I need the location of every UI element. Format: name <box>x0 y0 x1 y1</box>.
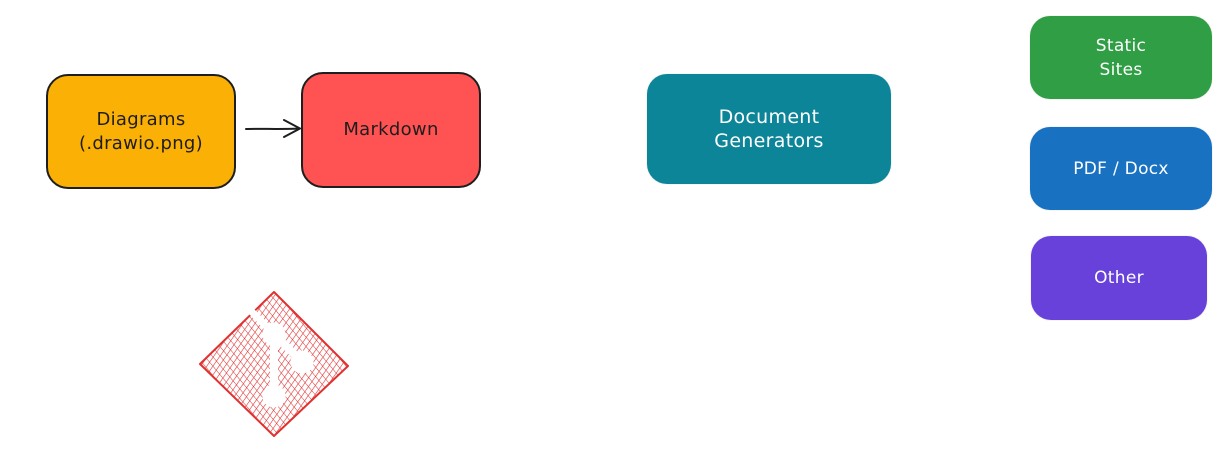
git-icon <box>199 291 349 437</box>
markdown-node-label: Markdown <box>343 119 439 140</box>
other-node-label: Other <box>1094 268 1144 288</box>
diagrams-node-label: Diagrams (.drawio.png) <box>79 108 203 154</box>
other-node: Other <box>1031 236 1207 320</box>
document-generators-node-label: Document Generators <box>714 106 824 152</box>
diagrams-to-markdown-arrow <box>245 119 301 138</box>
document-generators-node: Document Generators <box>647 74 891 184</box>
markdown-node: Markdown <box>301 72 481 188</box>
diagrams-node: Diagrams (.drawio.png) <box>46 74 236 189</box>
static-sites-node: Static Sites <box>1030 16 1212 99</box>
static-sites-node-label: Static Sites <box>1095 35 1147 80</box>
pdf-docx-node-label: PDF / Docx <box>1073 158 1169 179</box>
pdf-docx-node: PDF / Docx <box>1030 127 1212 210</box>
